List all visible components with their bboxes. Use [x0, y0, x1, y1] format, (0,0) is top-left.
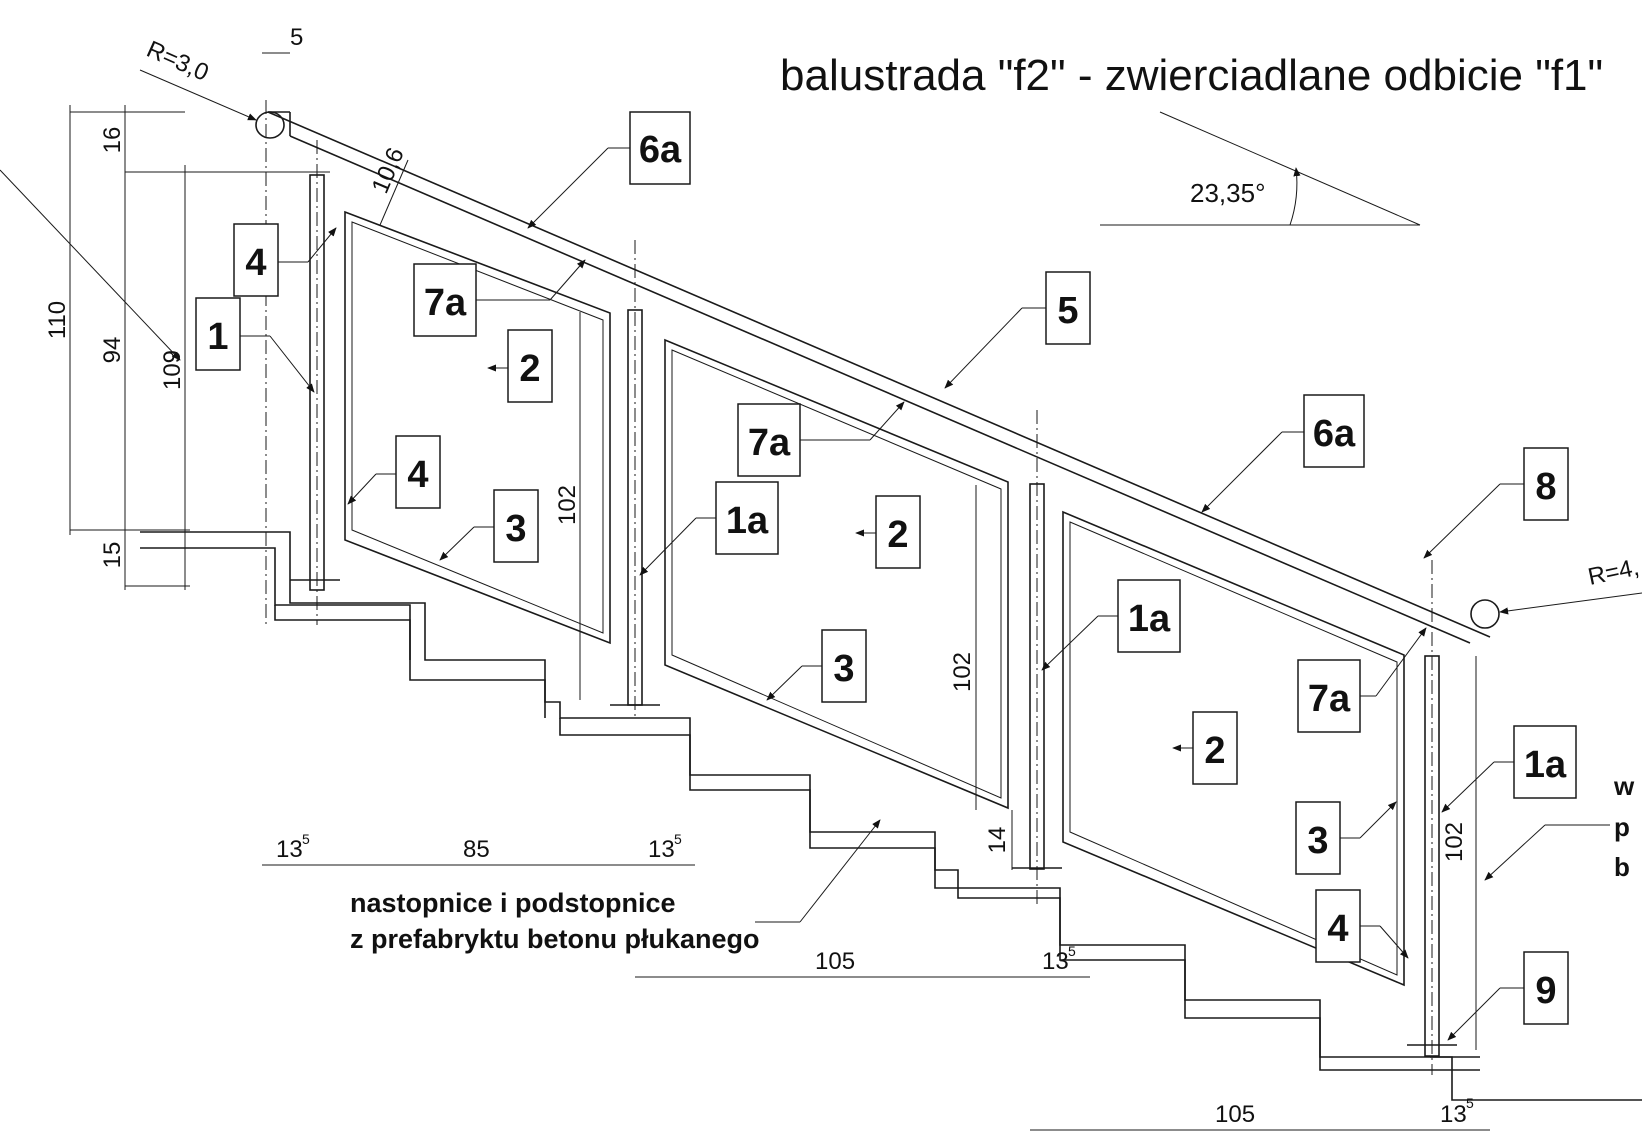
- dim-102-c: 102: [1441, 822, 1468, 862]
- svg-text:5: 5: [1466, 1095, 1474, 1111]
- tag-8: 8: [1535, 466, 1556, 508]
- tag-3-2: 3: [833, 648, 854, 690]
- dim-102-a: 102: [554, 485, 581, 525]
- edge-text: w p b: [1484, 771, 1635, 882]
- dim-105-b: 105: [1215, 1101, 1255, 1128]
- note-line-1: nastopnice i podstopnice: [350, 888, 676, 918]
- tag-6a-2: 6a: [1313, 413, 1356, 455]
- radius-top-label: R=3,0: [143, 36, 213, 87]
- dim-5: 5: [290, 24, 303, 51]
- dim-109: 109: [159, 350, 186, 390]
- dim-13-5-b: 13: [648, 836, 675, 863]
- horizontal-dims: 13 5 85 13 5 105 13 5 105 13 5: [262, 831, 1490, 1131]
- tag-1: 1: [207, 316, 228, 358]
- tag-3-3: 3: [1307, 820, 1328, 862]
- svg-text:p: p: [1614, 812, 1630, 842]
- tag-1a-2: 1a: [1128, 598, 1171, 640]
- tag-callouts: 6a 4 1 7a 2 4 3 5: [195, 111, 1577, 1041]
- tag-7a-3: 7a: [1308, 678, 1351, 720]
- svg-text:5: 5: [302, 831, 310, 847]
- handrail-end-cap-top: [255, 111, 285, 139]
- left-dimensions: 16 110 94 109 15: [0, 105, 330, 590]
- tag-4-2: 4: [407, 454, 428, 496]
- top-left-annotations: R=3,0 5 10,6: [139, 24, 410, 226]
- note: nastopnice i podstopnice z prefabryktu b…: [350, 819, 881, 954]
- dim-15: 15: [99, 542, 126, 569]
- dim-102-b: 102: [949, 652, 976, 692]
- angle-indicator: 23,35°: [1100, 111, 1421, 226]
- tag-2-2: 2: [887, 514, 908, 556]
- svg-text:b: b: [1614, 852, 1630, 882]
- tag-2-3: 2: [1204, 730, 1225, 772]
- note-line-2: z prefabryktu betonu płukanego: [350, 924, 760, 954]
- tag-4-1: 4: [245, 242, 266, 284]
- drawing-title: balustrada "f2" - zwierciadlane odbicie …: [780, 51, 1603, 100]
- svg-text:5: 5: [674, 831, 682, 847]
- dim-13-5-c: 13: [1042, 948, 1069, 975]
- angle-label: 23,35°: [1190, 178, 1265, 208]
- mesh-panel-2: [664, 338, 1009, 810]
- mesh-panel-1: [344, 210, 611, 645]
- tag-9: 9: [1535, 970, 1556, 1012]
- dim-13-5-a: 13: [276, 836, 303, 863]
- tag-7a-1: 7a: [424, 282, 467, 324]
- dim-14: 14: [984, 827, 1011, 854]
- tag-2-1: 2: [519, 348, 540, 390]
- dim-85: 85: [463, 836, 490, 863]
- panel-height-dims: 102 102 14 102: [554, 312, 1477, 1050]
- mesh-panel-3: [1062, 510, 1405, 987]
- handrail: [255, 111, 1500, 644]
- svg-text:w: w: [1613, 771, 1635, 801]
- dim-105-a: 105: [815, 948, 855, 975]
- tag-3-1: 3: [505, 508, 526, 550]
- dim-16: 16: [99, 127, 126, 154]
- mesh-panels: [344, 210, 1405, 987]
- dim-110: 110: [44, 301, 71, 339]
- svg-text:5: 5: [1068, 943, 1076, 959]
- tag-1a-3: 1a: [1524, 744, 1567, 786]
- dim-94: 94: [99, 337, 126, 364]
- tag-6a-1: 6a: [639, 129, 682, 171]
- tag-4-3: 4: [1327, 908, 1348, 950]
- dim-13-5-d: 13: [1440, 1101, 1467, 1128]
- tag-5: 5: [1057, 290, 1078, 332]
- posts: [265, 100, 1457, 1075]
- stairs: [140, 531, 1642, 1101]
- tag-1a-1: 1a: [726, 500, 769, 542]
- radius-bottom-label: R=4,: [1586, 554, 1642, 591]
- tag-7a-2: 7a: [748, 422, 791, 464]
- handrail-end-cap-bottom: [1470, 599, 1500, 629]
